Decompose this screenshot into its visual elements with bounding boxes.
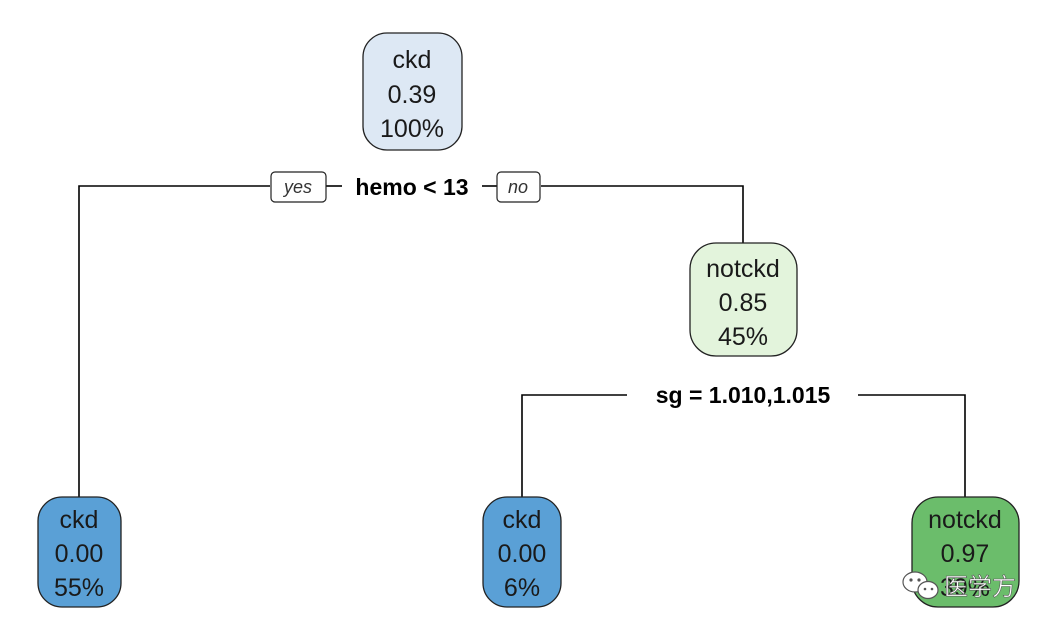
root-node-box [362,32,463,151]
leaf-mid-class: ckd [503,506,542,534]
root-pct: 100% [380,115,444,143]
node-right-pct: 45% [718,323,768,351]
leaf-right-prob: 0.97 [941,540,990,568]
node-right: notckd 0.85 45% [689,242,798,357]
leaf-left-box [37,496,122,608]
leaf-right-pct: 39% [940,574,990,602]
yes-label: yes [282,177,312,197]
split-sg-label: sg = 1.010,1.015 [656,382,831,408]
leaf-mid-prob: 0.00 [498,540,547,568]
split-hemo: yes hemo < 13 no [270,171,541,203]
tree-edges [78,185,966,497]
edge-root-right [541,185,744,243]
wechat-icon [902,571,939,600]
leaf-right-class: notckd [928,506,1002,534]
leaf-right: notckd 0.97 39% [911,496,1020,608]
leaf-mid-pct: 6% [504,574,540,602]
leaf-mid: ckd 0.00 6% [482,496,562,608]
leaf-right-box [911,496,1020,608]
leaf-left-prob: 0.00 [55,540,104,568]
yes-badge [270,171,327,203]
split-hemo-label: hemo < 13 [355,174,468,200]
root-prob: 0.39 [388,81,437,109]
no-badge [496,171,541,203]
edge-node-rightleaf [858,394,966,497]
leaf-left: ckd 0.00 55% [37,496,122,608]
watermark: 医学方 [902,571,1016,601]
root-class: ckd [393,46,432,74]
leaf-left-pct: 55% [54,574,104,602]
leaf-left-class: ckd [60,506,99,534]
node-right-box [689,242,798,357]
leaf-mid-box [482,496,562,608]
no-label: no [508,177,528,197]
watermark-text: 医学方 [944,573,1016,601]
edge-node-midleaf [521,394,627,497]
edge-root-left [78,185,270,497]
node-right-prob: 0.85 [719,289,768,317]
root-node: ckd 0.39 100% [362,32,463,151]
node-right-class: notckd [706,255,780,283]
